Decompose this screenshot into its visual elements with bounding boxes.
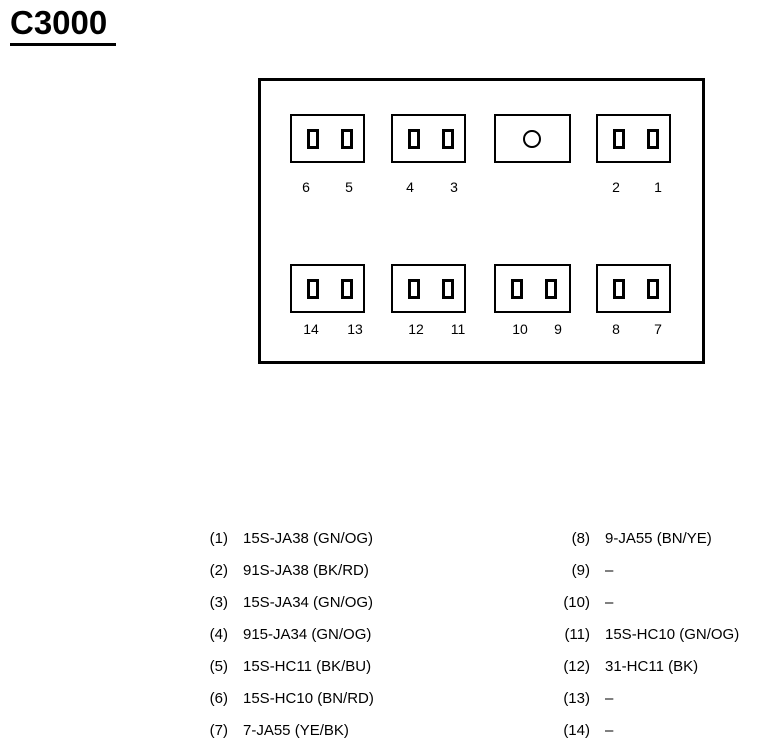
- legend-value-12: 31-HC11 (BK): [605, 658, 699, 675]
- legend-value-5: 15S-HC11 (BK/BU): [243, 658, 372, 675]
- pin-12-terminal: [408, 279, 420, 299]
- legend-index-10: (10): [563, 594, 590, 611]
- legend-index: (14): [540, 721, 590, 741]
- legend-value-11: 15S-HC10 (GN/OG): [605, 626, 740, 643]
- legend-index: (4): [190, 625, 228, 645]
- pin-label-1: 1: [654, 179, 662, 195]
- connector-title: C3000: [10, 4, 108, 41]
- legend-index: (8): [540, 529, 590, 549]
- legend-index: (3): [190, 593, 228, 613]
- cavity-14-13: [290, 264, 365, 313]
- legend-index-14: (14): [563, 722, 590, 739]
- legend-value-8: 9-JA55 (BN/YE): [605, 530, 712, 547]
- cavity-10-9: [494, 264, 571, 313]
- legend-index: (10): [540, 593, 590, 613]
- legend-index: (12): [540, 657, 590, 677]
- legend-index-7: (7): [209, 722, 228, 739]
- pin-label-2: 2: [612, 179, 620, 195]
- pin-label-13: 13: [347, 321, 363, 337]
- legend-value-10: –: [605, 594, 614, 611]
- pin-label-14: 14: [303, 321, 319, 337]
- pin-label-3: 3: [450, 179, 458, 195]
- connector-face: 6 5 4 3 2 1 14 13 12 11 10 9 8 7: [258, 78, 705, 364]
- pin-2-terminal: [613, 129, 625, 149]
- cavity-4-3: [391, 114, 466, 163]
- pin-9-terminal: [545, 279, 557, 299]
- legend-index-2: (2): [209, 562, 228, 579]
- legend-index-12: (12): [563, 658, 590, 675]
- legend-value-6: 15S-HC10 (BN/RD): [243, 690, 374, 707]
- pin-label-11: 11: [450, 321, 466, 337]
- legend-index-3: (3): [209, 594, 228, 611]
- pin-3-terminal: [442, 129, 454, 149]
- legend-index-4: (4): [209, 626, 228, 643]
- pin-label-5: 5: [345, 179, 353, 195]
- legend-index-5: (5): [209, 658, 228, 675]
- pin-10-terminal: [511, 279, 523, 299]
- pin-11-terminal: [442, 279, 454, 299]
- cavity-2-1: [596, 114, 671, 163]
- cavity-12-11: [391, 264, 466, 313]
- legend-value-3: 15S-JA34 (GN/OG): [243, 594, 374, 611]
- legend-index-8: (8): [571, 530, 590, 547]
- pin-label-4: 4: [406, 179, 414, 195]
- pin-label-7: 7: [654, 321, 662, 337]
- pin-label-6: 6: [302, 179, 310, 195]
- pin-1-terminal: [647, 129, 659, 149]
- pin-6-terminal: [307, 129, 319, 149]
- legend-value-13: –: [605, 690, 614, 707]
- legend-index: (2): [190, 561, 228, 581]
- legend-value-4: 915-JA34 (GN/OG): [243, 626, 372, 643]
- pin-label-8: 8: [612, 321, 620, 337]
- legend-index: (13): [540, 689, 590, 709]
- pin-label-10: 10: [512, 321, 528, 337]
- pin-label-12: 12: [408, 321, 424, 337]
- pin-7-terminal: [647, 279, 659, 299]
- pin-8-terminal: [613, 279, 625, 299]
- legend-index: (9): [540, 561, 590, 581]
- legend-value-7: 7-JA55 (YE/BK): [243, 722, 349, 739]
- legend-index-13: (13): [563, 690, 590, 707]
- legend-index-1: (1): [209, 530, 228, 547]
- legend-index: (1): [190, 529, 228, 549]
- pin-4-terminal: [408, 129, 420, 149]
- cavity-8-7: [596, 264, 671, 313]
- pin-13-terminal: [341, 279, 353, 299]
- legend-index: (7): [190, 721, 228, 741]
- legend-index-6: (6): [209, 690, 228, 707]
- legend-value-14: –: [605, 722, 614, 739]
- pin-14-terminal: [307, 279, 319, 299]
- legend-value-2: 91S-JA38 (BK/RD): [243, 562, 369, 579]
- title-underline: [10, 43, 116, 46]
- legend-index: (6): [190, 689, 228, 709]
- legend-index-11: (11): [564, 626, 590, 643]
- key-hole-icon: [523, 130, 541, 148]
- pin-label-9: 9: [554, 321, 562, 337]
- legend-index: (11): [540, 625, 590, 645]
- pin-5-terminal: [341, 129, 353, 149]
- legend-value-9: –: [605, 562, 614, 579]
- legend-value-1: 15S-JA38 (GN/OG): [243, 530, 374, 547]
- cavity-key: [494, 114, 571, 163]
- cavity-6-5: [290, 114, 365, 163]
- legend-index: (5): [190, 657, 228, 677]
- legend-index-9: (9): [571, 562, 590, 579]
